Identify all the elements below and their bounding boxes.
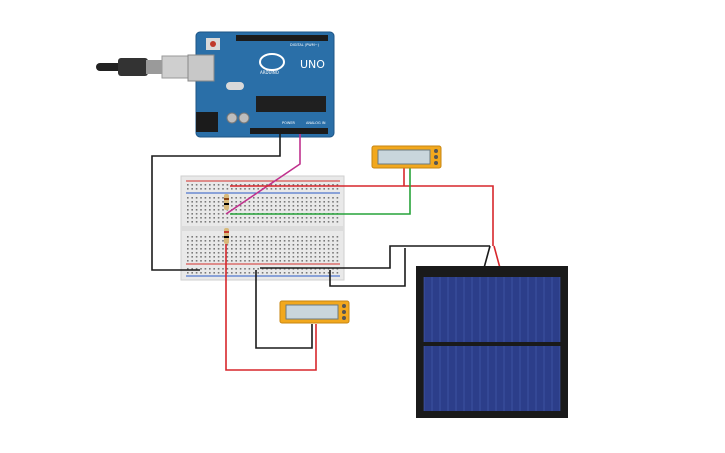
brand-label: ARDUINO: [260, 70, 279, 75]
panel-lead-red: [493, 245, 501, 269]
arduino-logo: [259, 53, 285, 71]
power-label: POWER: [282, 121, 296, 125]
wire-black-gnd: [151, 134, 281, 271]
solar-panel[interactable]: [416, 266, 568, 418]
wires: [151, 134, 501, 371]
panel-lead-black: [483, 245, 491, 269]
wire-black-panel-2: [329, 248, 406, 287]
breadboard[interactable]: [180, 175, 345, 281]
multimeter-bottom-screen: [285, 304, 339, 320]
usb-cable: [96, 55, 197, 79]
wire-green: [230, 168, 411, 215]
wire-red-top: [230, 185, 494, 246]
model-label: UNO: [300, 58, 325, 71]
multimeter-top[interactable]: [371, 145, 442, 169]
multimeter-bottom[interactable]: [279, 300, 350, 324]
arduino-uno-board[interactable]: UNO ARDUINO DIGITAL (PWM~) POWER ANALOG …: [187, 31, 335, 138]
breadboard-holes: [187, 184, 339, 274]
reset-button[interactable]: [210, 41, 216, 47]
resistor-2[interactable]: [224, 228, 229, 244]
resistor-1[interactable]: [224, 194, 229, 210]
multimeter-top-screen: [377, 149, 431, 165]
wire-magenta-a0: [225, 134, 301, 215]
wire-black-panel: [260, 245, 490, 269]
analog-label: ANALOG IN: [306, 121, 326, 125]
solar-cells: [423, 277, 561, 411]
digital-label: DIGITAL (PWM~): [290, 43, 320, 47]
wire-red-bottom: [225, 244, 317, 371]
power-analog-header: [250, 128, 328, 134]
wire-black-bottom: [255, 270, 313, 349]
atmega-chip: [256, 96, 326, 112]
digital-header: [236, 35, 328, 41]
